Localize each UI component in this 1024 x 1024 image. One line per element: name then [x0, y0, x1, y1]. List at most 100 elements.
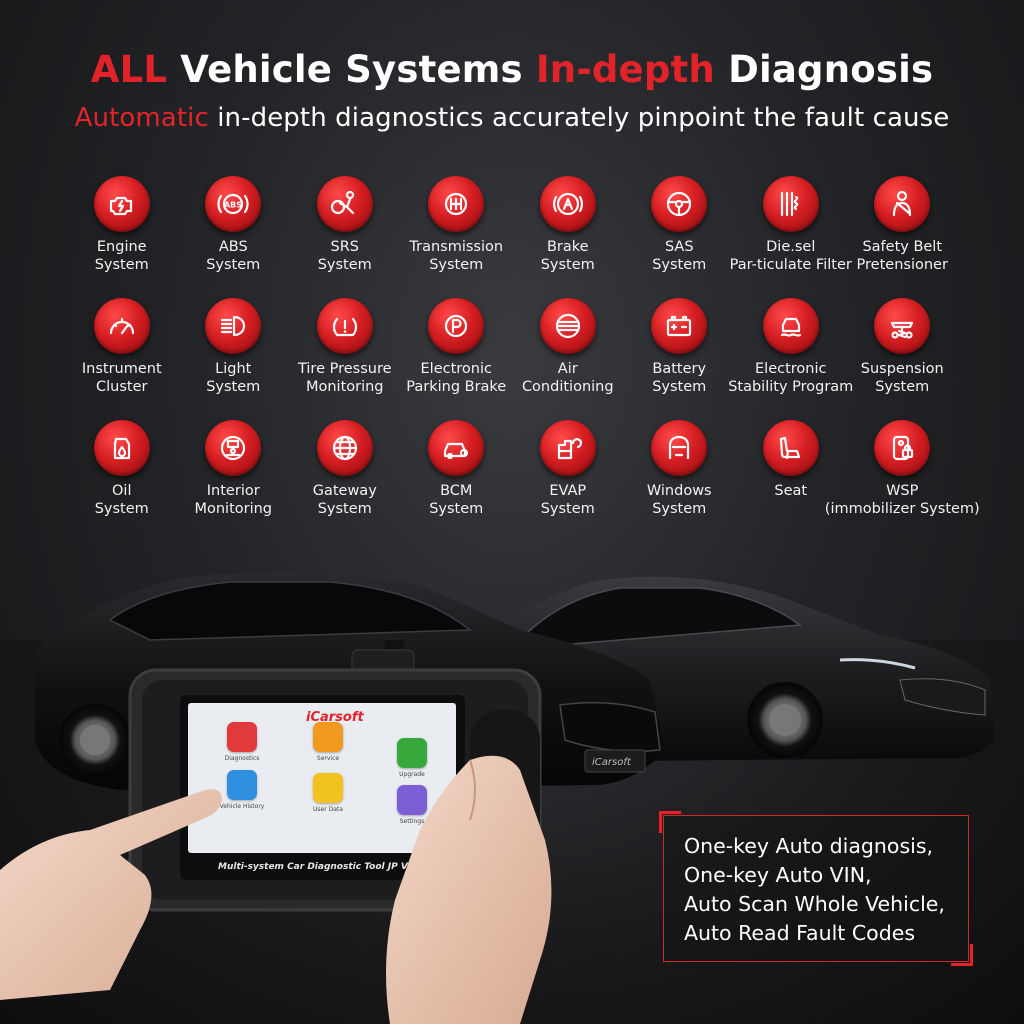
system-item: Seat: [735, 420, 847, 542]
system-label-line: Windows: [646, 483, 712, 499]
system-item: BCM System: [401, 420, 513, 542]
device-app[interactable]: Service: [298, 722, 358, 762]
system-label-line: Par-ticulate Filter: [729, 257, 852, 273]
subtitle-part: Automatic: [74, 103, 209, 133]
device-app-icon: [397, 785, 427, 815]
immobilizer-icon: [874, 420, 931, 476]
system-label: BCM System: [429, 482, 483, 518]
system-label-line: Brake: [546, 239, 589, 255]
system-label-line: Battery: [652, 361, 707, 377]
battery-icon: [651, 298, 708, 354]
abs-icon: ABS: [205, 176, 262, 232]
tire-pressure-icon: [316, 298, 373, 354]
suspension-icon: [874, 298, 931, 354]
headlight-icon: [205, 298, 262, 354]
parking-brake-icon: [428, 298, 485, 354]
device-app-label: Vehicle History: [219, 803, 265, 810]
system-label-line: Interior: [206, 483, 260, 499]
interior-monitor-icon: [205, 420, 262, 476]
system-label-line: Die.sel: [766, 239, 816, 255]
feature-callout: One-key Auto diagnosis, One-key Auto VIN…: [659, 811, 973, 966]
system-label-line: System: [875, 379, 930, 395]
corner-accent: [659, 811, 681, 833]
system-label-line: WSP: [886, 483, 919, 499]
title-part: In-depth: [535, 48, 715, 91]
air-conditioning-icon: [539, 298, 596, 354]
system-label-line: System: [317, 501, 372, 517]
system-label-line: System: [652, 501, 707, 517]
system-label-line: Safety Belt: [862, 239, 943, 255]
system-label-line: Engine: [96, 239, 147, 255]
system-label-line: System: [652, 257, 707, 273]
system-label-line: Tire Pressure: [297, 361, 392, 377]
system-label-line: SRS: [330, 239, 359, 255]
system-label-line: Oil: [112, 483, 132, 499]
windows-icon: [651, 420, 708, 476]
system-label-line: Electronic: [755, 361, 827, 377]
page-title: ALL Vehicle Systems In-depth Diagnosis: [0, 48, 1024, 91]
system-label-line: System: [94, 257, 149, 273]
feature-line: Auto Scan Whole Vehicle,: [684, 892, 945, 916]
device-app-icon: [313, 773, 343, 803]
device-app[interactable]: Upgrade: [382, 738, 442, 778]
system-label-line: Instrument: [81, 361, 162, 377]
device-app[interactable]: Vehicle History: [212, 770, 272, 810]
system-label-line: Gateway: [312, 483, 377, 499]
system-label-line: Stability Program: [728, 379, 854, 395]
device-app[interactable]: User Data: [298, 773, 358, 813]
device-app-icon: [313, 722, 343, 752]
speedometer-icon: [93, 298, 150, 354]
system-label-line: Transmission: [409, 239, 504, 255]
system-label-line: BCM: [440, 483, 473, 499]
steering-wheel-icon: [651, 176, 708, 232]
title-part: Vehicle Systems: [167, 48, 536, 91]
bcm-car-icon: [428, 420, 485, 476]
system-label: WSP(immobilizer System): [825, 482, 980, 518]
system-label-line: Cluster: [96, 379, 148, 395]
brake-icon: [539, 176, 596, 232]
oil-icon: [93, 420, 150, 476]
engine-icon: [93, 176, 150, 232]
device-app[interactable]: Diagnostics: [212, 722, 272, 762]
system-label-line: System: [429, 501, 484, 517]
system-label-line: System: [652, 379, 707, 395]
device-app[interactable]: Settings: [382, 785, 442, 825]
system-label-line: Conditioning: [521, 379, 614, 395]
system-label-line: Seat: [774, 483, 808, 499]
device-app-label: Diagnostics: [224, 755, 260, 762]
transmission-icon: [428, 176, 485, 232]
page-subtitle: Automatic in-depth diagnostics accuratel…: [0, 103, 1024, 133]
car-badge-text: iCarsoft: [592, 757, 632, 768]
